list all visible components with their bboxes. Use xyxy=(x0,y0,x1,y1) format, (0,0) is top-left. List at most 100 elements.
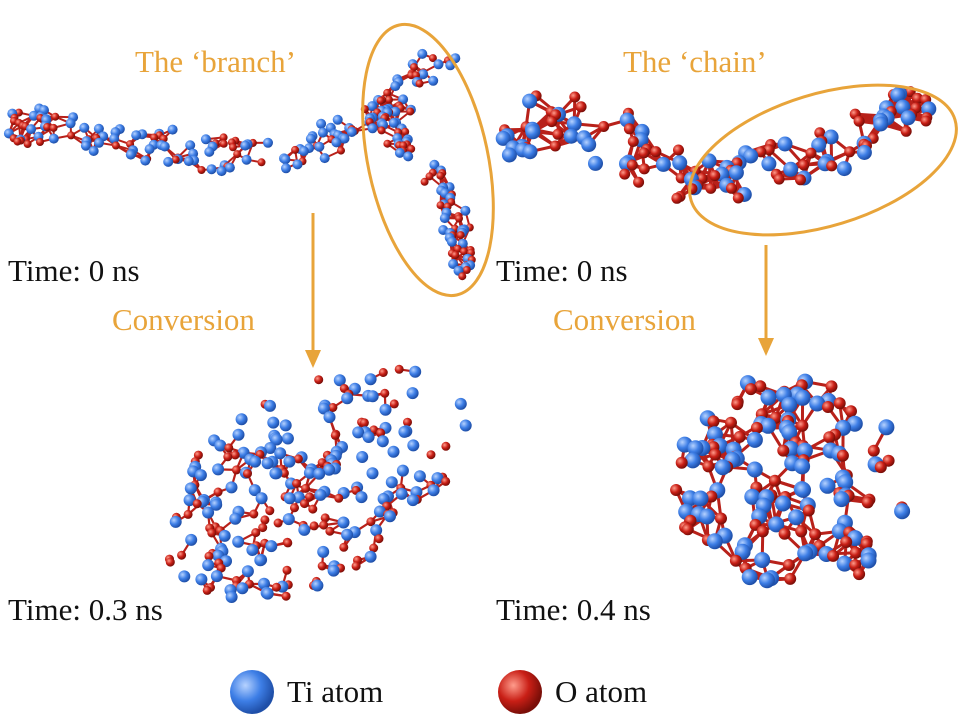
o-atom xyxy=(598,121,610,132)
o-atom xyxy=(325,526,335,536)
ti-atom xyxy=(797,545,814,562)
ti-atom xyxy=(140,155,151,166)
ti-atom xyxy=(210,570,223,583)
ti-atom xyxy=(376,435,389,448)
ti-atom xyxy=(241,565,254,578)
o-atom-legend-label: O atom xyxy=(555,674,648,709)
o-atom xyxy=(330,430,340,440)
o-atom xyxy=(900,125,912,137)
ti-atom xyxy=(581,137,597,153)
ti-atom xyxy=(433,59,444,70)
o-atom xyxy=(456,231,465,240)
o-atom xyxy=(681,523,694,536)
ti-atom xyxy=(274,447,287,460)
ti-atom xyxy=(409,365,422,378)
conversion-label-right: Conversion xyxy=(553,302,696,337)
ti-atom xyxy=(366,467,379,480)
ti-atom xyxy=(313,467,326,480)
ti-atom xyxy=(216,166,227,177)
ti-atom xyxy=(317,545,330,558)
ti-atom xyxy=(236,582,249,595)
o-atom xyxy=(702,460,715,473)
ti-atom xyxy=(743,148,759,164)
ti-atom xyxy=(235,413,248,426)
o-atom xyxy=(874,461,887,474)
o-atom xyxy=(216,563,226,573)
ti-atom xyxy=(501,147,517,163)
ti-atom xyxy=(366,390,379,403)
o-atom xyxy=(229,143,237,152)
ti-atom xyxy=(241,154,252,165)
o-atom xyxy=(638,163,650,175)
o-atom xyxy=(809,528,822,541)
o-atom xyxy=(777,444,790,457)
o-atom xyxy=(836,449,849,462)
ti-atom xyxy=(692,490,709,507)
o-atom xyxy=(726,182,737,194)
o-atom xyxy=(407,144,416,153)
o-atom xyxy=(546,116,558,128)
o-atom xyxy=(376,96,385,105)
ti-atom xyxy=(522,93,538,109)
ti-atom xyxy=(229,512,242,525)
o-atom xyxy=(705,182,717,194)
ti-atom xyxy=(88,146,99,156)
o-atom xyxy=(150,133,159,142)
ti-atom xyxy=(566,116,582,132)
ti-atom xyxy=(323,463,336,476)
ti-atom xyxy=(873,116,889,132)
ti-atom xyxy=(413,470,426,483)
ti-atom xyxy=(364,550,377,563)
ti-atom xyxy=(418,69,429,80)
branch-highlight-ellipse xyxy=(361,22,495,298)
ti-atom xyxy=(760,417,777,434)
ti-atom xyxy=(331,137,342,148)
o-atom xyxy=(328,403,338,412)
o-atom xyxy=(406,107,415,116)
ti-atom xyxy=(823,129,839,145)
ti-atom xyxy=(311,579,324,592)
ti-atom xyxy=(314,141,325,152)
o-atom xyxy=(860,537,873,550)
ti-atom xyxy=(878,419,895,436)
ti-atom xyxy=(263,137,273,148)
ti-atom xyxy=(144,144,155,155)
ti-atom xyxy=(427,484,440,497)
ti-atom xyxy=(202,559,215,572)
o-atom xyxy=(754,380,767,393)
ti-atom xyxy=(387,445,400,458)
ti-atom xyxy=(525,124,541,140)
ti-atom xyxy=(261,587,274,600)
ti-atom xyxy=(314,488,327,501)
o-atom xyxy=(619,168,631,180)
ti-atom xyxy=(194,469,207,482)
o-atom xyxy=(725,416,737,429)
o-atom xyxy=(840,536,853,548)
chain-cluster-initial xyxy=(495,86,937,204)
o-atom xyxy=(638,147,650,159)
ti-atom xyxy=(672,155,688,171)
o-atom xyxy=(23,140,32,148)
branch-title: The ‘branch’ xyxy=(135,44,296,79)
ti-atom xyxy=(327,564,340,577)
ti-atom xyxy=(760,389,777,406)
chain-title: The ‘chain’ xyxy=(623,44,767,79)
o-atom xyxy=(183,509,193,519)
o-atom xyxy=(224,443,234,453)
o-atom xyxy=(308,504,318,514)
ti-atom xyxy=(218,529,231,542)
ti-atom xyxy=(337,516,350,529)
o-atom xyxy=(207,528,217,538)
ti-atom xyxy=(894,503,911,520)
ti-atom xyxy=(837,474,854,491)
o-atom xyxy=(223,452,233,462)
o-atom xyxy=(420,177,429,186)
ti-atom xyxy=(202,506,215,519)
o-atom xyxy=(43,123,52,131)
ti-atom xyxy=(255,492,268,505)
o-atom xyxy=(425,172,434,181)
o-atom xyxy=(213,487,223,497)
o-atom xyxy=(320,513,330,523)
ti-atom xyxy=(332,114,343,125)
